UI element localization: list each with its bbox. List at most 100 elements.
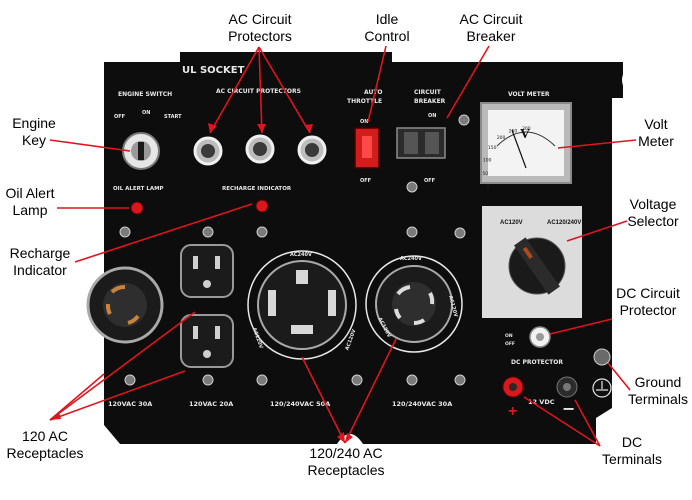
receptacle-50a-slot	[268, 290, 276, 316]
rating-240v-30a: 120/240VAC 30A	[392, 400, 452, 408]
receptacle-240v-30a-slot	[394, 308, 402, 320]
receptacle-50a-slot	[296, 270, 308, 284]
outlet-ground-hole	[203, 350, 211, 358]
volt-meter-scale-label: 300	[522, 126, 531, 132]
mounting-hole	[74, 64, 96, 86]
leader-lines	[49, 45, 637, 447]
panel-screw	[454, 227, 466, 239]
ring-50a-ac240v: AC240V	[290, 252, 312, 258]
receptacle-240v-30a-face	[392, 282, 436, 326]
volt-meter-scale-label: 200	[497, 135, 506, 141]
outlet-slot	[193, 326, 198, 339]
outlet-slot	[215, 256, 220, 269]
voltage-120-240-label: AC120/240V	[547, 220, 581, 226]
ring-30a-ac240v: AC240V	[400, 256, 422, 262]
panel-screw	[351, 374, 363, 386]
voltage-selector-pointer	[522, 246, 533, 259]
panel-title: UL SOCKET	[182, 65, 245, 76]
ac-protector-2-cap	[253, 142, 267, 156]
dc-protector-label: DC PROTECTOR	[511, 359, 563, 366]
breaker-toggle-left	[404, 132, 418, 154]
volt-meter-arc	[496, 131, 556, 147]
engine-switch-label: ENGINE SWITCH	[118, 91, 172, 98]
receptacle-50a-slot	[291, 325, 313, 334]
receptacle-120v-20a-upper[interactable]	[180, 244, 234, 298]
volt-meter-scale-label: 100	[483, 158, 492, 164]
panel-screw	[202, 374, 214, 386]
panel-screw	[454, 374, 466, 386]
dc-on-label: ON	[505, 333, 513, 339]
outlet-ground-hole	[203, 280, 211, 288]
receptacle-240v-30a-slot	[396, 285, 411, 296]
volt-meter-scale-label: 150	[488, 145, 497, 151]
panel-screw	[406, 181, 418, 193]
voltage-120-label: AC120V	[500, 220, 523, 226]
mounting-hole	[69, 419, 95, 445]
mounting-hole	[622, 64, 654, 96]
oil-alert-panel-label: OIL ALERT LAMP	[113, 186, 164, 192]
ground-terminal[interactable]	[593, 348, 611, 366]
volt-meter-scale-label: 0	[486, 184, 489, 190]
rating-120v-30a: 120VAC 30A	[108, 400, 152, 408]
panel-screw	[202, 226, 214, 238]
engine-on-label: ON	[142, 110, 150, 116]
leader-arrowheads	[50, 123, 353, 443]
panel-screw	[458, 114, 470, 126]
breaker-off-label: OFF	[424, 178, 435, 184]
breaker-on-label: ON	[428, 113, 436, 119]
rating-120v-20a: 120VAC 20A	[189, 400, 233, 408]
dc-terminal-positive-core	[509, 383, 517, 391]
panel-screw	[124, 374, 136, 386]
volt-meter-unit: V	[520, 127, 530, 142]
idle-on-label: ON	[360, 119, 368, 125]
volt-meter-needle	[511, 129, 527, 169]
dc-off-label: OFF	[505, 341, 515, 347]
panel-screw	[119, 226, 131, 238]
breaker-toggle-right	[425, 132, 439, 154]
receptacle-240v-30a-slot	[413, 318, 426, 326]
dc-terminal-negative-core	[563, 383, 571, 391]
ac-protector-1-cap	[201, 144, 215, 158]
dc-voltage-label: 12 VDC	[528, 398, 555, 406]
rating-240v-50a: 120/240VAC 50A	[270, 400, 330, 408]
receptacle-120v-30a-slot	[110, 285, 126, 294]
outlet-slot	[193, 256, 198, 269]
ac-protectors-panel-label: AC CIRCUIT PROTECTORS	[216, 88, 301, 95]
receptacle-120v-30a-slot	[105, 303, 112, 315]
recharge-panel-label: RECHARGE INDICATOR	[222, 186, 292, 192]
recharge-indicator-lamp	[255, 199, 269, 213]
receptacle-240v-30a-slot	[428, 292, 435, 305]
receptacle-120v-30a-slot	[127, 314, 140, 325]
dc-protector-cap	[536, 333, 544, 341]
receptacle-120v-20a-lower[interactable]	[180, 314, 234, 368]
engine-off-label: OFF	[114, 114, 125, 120]
volt-meter-panel-label: VOLT METER	[508, 91, 550, 98]
panel-screw	[256, 226, 268, 238]
panel-screw	[406, 374, 418, 386]
panel-screw	[406, 226, 418, 238]
idle-off-label: OFF	[360, 178, 371, 184]
oil-alert-lamp	[130, 201, 144, 215]
outlet-slot	[215, 326, 220, 339]
dc-plus-sign: +	[508, 403, 517, 420]
ac-protector-3-cap	[305, 143, 319, 157]
receptacle-50a-slot	[328, 290, 336, 316]
engine-start-label: START	[164, 114, 182, 120]
idle-control-rocker-face	[362, 136, 372, 158]
receptacle-240v-50a[interactable]	[257, 260, 347, 350]
volt-meter-scale-label: 50	[482, 171, 488, 177]
